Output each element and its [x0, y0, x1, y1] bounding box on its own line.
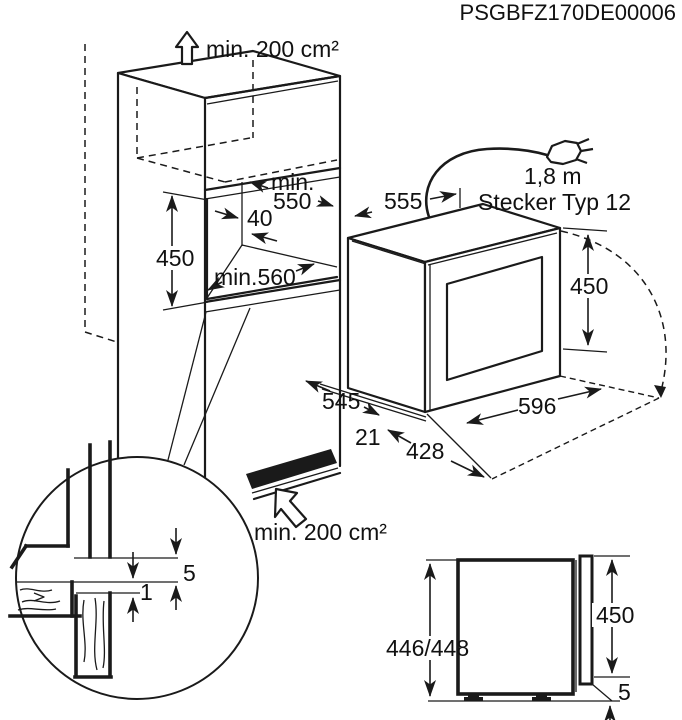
- side-depth-label: 446/448: [386, 635, 469, 661]
- vent-up-arrow-icon: [174, 30, 200, 66]
- dim-arrow: [466, 409, 519, 425]
- label-backing: [592, 603, 636, 627]
- side-view-drawing: 446/448 450 5: [384, 554, 636, 720]
- appliance-left-face: [346, 236, 427, 414]
- cabinet-front-outline: [203, 74, 342, 468]
- niche-width-label-2: 550: [273, 188, 311, 214]
- appliance-top-depth-label: 555: [384, 188, 422, 214]
- dim-tick: [562, 227, 608, 232]
- door-swing-arc: [560, 230, 667, 392]
- detail-leader-line: [167, 311, 207, 461]
- appliance-foot: [532, 697, 551, 701]
- dim-arrow: [295, 263, 315, 276]
- appliance-rim-edge: [351, 240, 427, 265]
- niche-width-label-1: min.: [271, 169, 314, 195]
- dim-tick: [562, 348, 608, 353]
- appliance-rim-edge: [427, 232, 558, 266]
- niche-bottom-edge: [205, 275, 339, 301]
- wood-grain: [17, 588, 61, 611]
- appliance-dimensions: 555 1,8 m Stecker Typ 12 450 596 545 21 …: [305, 163, 631, 478]
- label-backing: [384, 636, 454, 660]
- appliance-width-label: 596: [518, 393, 556, 419]
- niche-depth-label: min.560: [214, 264, 296, 290]
- plug-prongs: [575, 137, 594, 165]
- cable-length-label: 1,8 m: [524, 163, 582, 189]
- niche-height-label: 450: [156, 245, 194, 271]
- side-lip-label: 5: [618, 679, 631, 705]
- dim-arrow: [315, 195, 334, 207]
- label-backing: [152, 246, 194, 270]
- cabinet-bottom-edge: [252, 471, 342, 501]
- top-vent-label: min. 200 cm²: [206, 36, 339, 62]
- detail-circle: 5 1: [8, 440, 259, 700]
- shelf-edge-inner: [204, 176, 341, 200]
- dim-arrow: [214, 207, 239, 220]
- ventilation-callouts: min. 200 cm² min. 200 cm²: [174, 30, 387, 545]
- dim-tick: [591, 683, 613, 702]
- bottom-vent-label: min. 200 cm²: [254, 519, 387, 545]
- appliance-height-label: 450: [570, 273, 608, 299]
- power-cable: [424, 147, 548, 218]
- dim-arrow: [557, 386, 602, 400]
- dim-tick: [162, 301, 209, 311]
- shelf-edge-inner: [204, 289, 341, 313]
- door-open-depth-label: 428: [406, 438, 444, 464]
- dim-arrow: [387, 429, 412, 444]
- side-view-body: [456, 558, 575, 696]
- door-bottom-edge: [251, 467, 339, 494]
- side-height-label: 450: [596, 602, 634, 628]
- arc-arrowhead: [654, 385, 666, 398]
- door-lip-line: [319, 383, 427, 418]
- dim-arrow: [207, 276, 225, 291]
- wood-grain: [82, 597, 106, 671]
- plug-body: [545, 139, 583, 166]
- appliance-foot: [536, 694, 547, 697]
- detail-leader-line: [183, 307, 251, 466]
- open-door-edge: [559, 375, 660, 399]
- cabinet-drawing: [84, 44, 342, 501]
- document-code-label: PSGBFZ170DE00006: [460, 0, 676, 25]
- dim-arrow: [251, 232, 278, 245]
- section-profile: [9, 543, 29, 570]
- dim-tick: [162, 191, 209, 201]
- compartment-hidden-edge: [136, 157, 226, 183]
- niche-dimensions: min. 550 40 min.560 450: [152, 169, 334, 311]
- cabinet-top-inner-edge: [206, 80, 339, 105]
- niche-rear-gap-label: 40: [247, 205, 273, 231]
- vent-strip: [246, 449, 337, 489]
- detail-gap-upper-label: 5: [183, 560, 196, 586]
- shelf-edge: [203, 166, 342, 192]
- side-view-door: [578, 554, 594, 686]
- detail-circle-outline: [15, 456, 259, 700]
- cabinet-left-panel: [116, 71, 207, 489]
- dim-arrow: [354, 206, 373, 219]
- appliance-foot: [464, 697, 483, 701]
- dim-arrow: [362, 402, 380, 416]
- cabinet-hidden-edge: [84, 331, 121, 344]
- install-depth-label: 545: [322, 388, 360, 414]
- plug-type-label: Stecker Typ 12: [478, 189, 631, 215]
- niche-floor-edge: [241, 244, 338, 268]
- open-door-edge: [491, 397, 660, 480]
- dim-arrow: [450, 460, 485, 478]
- dim-arrow: [305, 380, 331, 393]
- shelf-edge: [203, 278, 342, 304]
- vent-nw-arrow-icon: [273, 487, 308, 529]
- appliance-foot: [468, 694, 479, 697]
- detail-gap-lower-label: 1: [140, 579, 153, 605]
- appliance-drawing: [319, 137, 667, 480]
- dim-arrow: [249, 181, 269, 193]
- label-backing: [568, 274, 610, 298]
- door-lip-label: 21: [355, 424, 381, 450]
- dim-arrow: [429, 191, 457, 203]
- door-window: [445, 255, 544, 382]
